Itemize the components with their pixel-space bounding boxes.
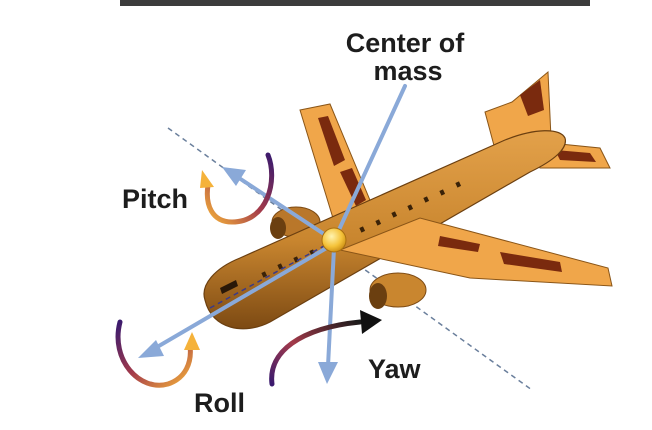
roll-axis-dashed-line <box>209 239 336 309</box>
roll-label: Roll <box>194 388 245 418</box>
roll-rotation-arrow <box>115 319 200 388</box>
cropped-title-fragment <box>120 0 590 6</box>
center-of-mass-dot <box>321 227 347 253</box>
lower-engine <box>369 272 427 309</box>
center-of-mass-label-line1: Center of <box>346 28 466 58</box>
center-of-mass-label-line2: mass <box>373 56 442 86</box>
axis-arrows <box>138 84 407 384</box>
yaw-label: Yaw <box>368 354 422 384</box>
yaw-rotation-arrow <box>269 310 382 387</box>
fuselage <box>203 130 566 330</box>
pitch-rotation-arrow <box>200 152 275 225</box>
lower-wing <box>338 217 613 287</box>
pitch-label: Pitch <box>122 184 188 214</box>
